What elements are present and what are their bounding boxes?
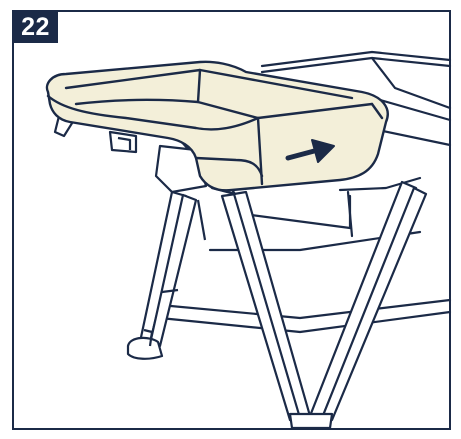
panel-border [12,10,451,430]
arrow-right-icon [285,139,335,163]
step-number: 22 [21,13,50,41]
leg-detail [161,199,207,294]
changing-tray [45,60,389,192]
playpen-legs [126,180,428,430]
step-number-badge: 22 [13,11,58,43]
